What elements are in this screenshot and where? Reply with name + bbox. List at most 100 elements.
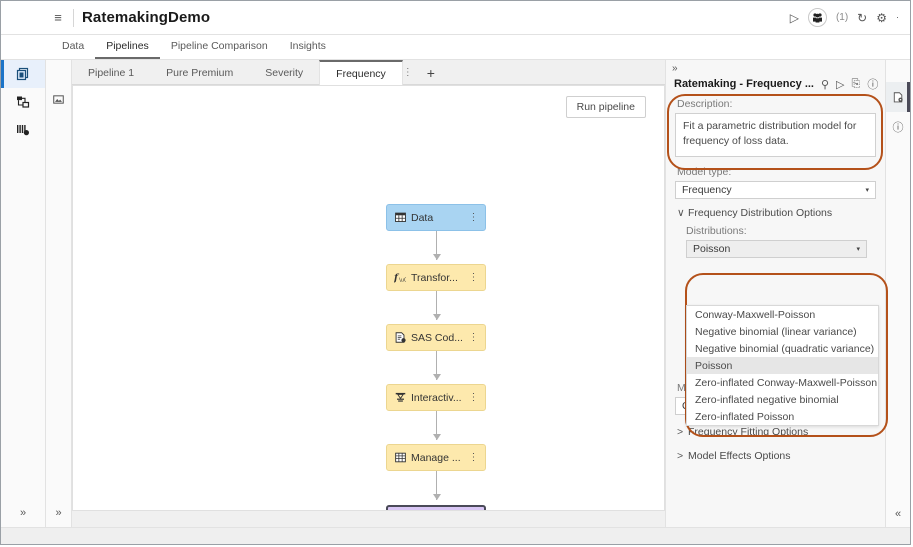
info-icon[interactable]: ⓘ xyxy=(892,122,904,134)
expand-marker-icon: ∨ xyxy=(677,207,685,219)
pipeline-node-data[interactable]: Data ⋮ xyxy=(386,204,486,231)
dropdown-option[interactable]: Negative binomial (linear variance) xyxy=(695,325,857,338)
node-kebab-icon[interactable]: ⋮ xyxy=(468,452,479,463)
left-rail-expand-icon[interactable]: » xyxy=(19,507,27,519)
more-dot-icon[interactable]: · xyxy=(896,12,899,22)
variables-icon[interactable] xyxy=(1,116,45,144)
group-label: Model Effects Options xyxy=(688,450,791,462)
pipeline-tab-frequency[interactable]: Frequency xyxy=(319,60,403,85)
edge-arrow-2 xyxy=(432,314,441,320)
page-title: RatemakingDemo xyxy=(82,9,211,26)
edge-4 xyxy=(436,411,437,440)
distributions-dropdown-list[interactable]: Conway-Maxwell-Poisson Negative binomial… xyxy=(686,305,879,426)
left-rail: » xyxy=(1,60,46,527)
function-transform-glyph: f \u03C9 xyxy=(394,273,406,283)
model-type-label: Model type: xyxy=(677,166,732,178)
svg-text:\u03C9: \u03C9 xyxy=(399,278,406,283)
pipeline-node-transformations[interactable]: f \u03C9 Transfor... ⋮ xyxy=(386,264,486,291)
interactive-grouping-icon xyxy=(393,392,407,403)
pipeline-tab-pipeline-1[interactable]: Pipeline 1 xyxy=(88,66,135,79)
chevron-down-icon: ▾ xyxy=(856,246,860,253)
pipeline-node-ratemaking[interactable]: \u03A3 Ratemaki... ⋮ xyxy=(386,505,486,510)
run-node-icon[interactable]: ▷ xyxy=(836,78,845,91)
divider xyxy=(73,8,74,27)
dropdown-option[interactable]: Negative binomial (quadratic variance) xyxy=(695,342,875,355)
dropdown-option[interactable]: Conway-Maxwell-Poisson xyxy=(695,308,816,321)
variables-glyph xyxy=(17,125,29,136)
settings-gear-icon[interactable]: ⚙ xyxy=(876,10,887,25)
group-frequency-distribution-options[interactable]: ∨Frequency Distribution Options xyxy=(677,207,876,219)
properties-panel-glyph xyxy=(893,91,903,102)
add-pipeline-icon[interactable]: + xyxy=(426,64,435,81)
nav-tab-insights[interactable]: Insights xyxy=(289,40,326,52)
pipeline-canvas[interactable]: Run pipeline xyxy=(72,85,665,511)
chevron-down-icon: ▾ xyxy=(865,187,869,194)
dropdown-option[interactable]: Zero-inflated negative binomial xyxy=(695,393,839,406)
secondary-rail-expand-icon[interactable]: » xyxy=(55,507,62,519)
top-bar: ≡ RatemakingDemo ▷ (1) ↻ ⚙ · xyxy=(1,1,910,35)
group-frequency-fitting-options[interactable]: > Frequency Fitting Options xyxy=(677,426,876,438)
collapse-marker-icon: > xyxy=(677,426,684,438)
model-type-value: Frequency xyxy=(682,184,732,196)
right-rail-collapse-icon[interactable]: « xyxy=(894,508,902,520)
distributions-select[interactable]: Poisson ▾ xyxy=(686,240,867,258)
pipeline-nodes-glyph xyxy=(17,96,30,108)
pipeline-node-interactive-grouping[interactable]: Interactiv... ⋮ xyxy=(386,384,486,411)
description-textarea[interactable]: Fit a parametric distribution model for … xyxy=(675,113,876,157)
open-results-icon[interactable]: ⎘ xyxy=(851,77,861,90)
main-body: » » Pipeline 1 Pure Premium Severity Fre… xyxy=(1,60,910,527)
pipeline-node-sas-code[interactable]: SAS Cod... ⋮ xyxy=(386,324,486,351)
refresh-icon[interactable]: ↻ xyxy=(857,10,868,25)
pipeline-node-label: SAS Cod... xyxy=(411,331,463,344)
group-model-effects-options[interactable]: > Model Effects Options xyxy=(677,450,876,462)
node-kebab-icon[interactable]: ⋮ xyxy=(468,212,479,223)
dropdown-option[interactable]: Zero-inflated Conway-Maxwell-Poisson xyxy=(695,376,878,389)
code-file-glyph xyxy=(395,332,406,343)
pipeline-tab-kebab-icon[interactable]: ⋮ xyxy=(402,67,413,78)
node-kebab-icon[interactable]: ⋮ xyxy=(468,272,479,283)
pipeline-area: Pipeline 1 Pure Premium Severity Frequen… xyxy=(72,60,665,527)
group-label: Frequency Distribution Options xyxy=(688,207,833,219)
projects-icon[interactable] xyxy=(1,60,45,88)
image-snapshot-icon[interactable] xyxy=(46,84,71,114)
search-icon[interactable]: ⚲ xyxy=(820,78,830,91)
nav-tab-pipelines[interactable]: Pipelines xyxy=(95,35,160,59)
pipeline-tab-severity[interactable]: Severity xyxy=(265,66,304,79)
collapse-marker-icon: > xyxy=(677,450,684,462)
properties-panel-body: Description: Fit a parametric distributi… xyxy=(666,94,888,468)
description-label: Description: xyxy=(677,98,733,110)
canvas-footer xyxy=(72,511,665,527)
edge-arrow-3 xyxy=(432,374,441,380)
node-kebab-icon[interactable]: ⋮ xyxy=(468,332,479,343)
edge-3 xyxy=(436,351,437,380)
nav-tab-pipeline-comparison[interactable]: Pipeline Comparison xyxy=(170,40,268,52)
pipeline-tab-pure-premium[interactable]: Pure Premium xyxy=(166,66,234,79)
pipeline-node-manage-variables[interactable]: Manage ... ⋮ xyxy=(386,444,486,471)
image-snapshot-glyph xyxy=(53,94,64,104)
collaborators-icon[interactable] xyxy=(807,8,827,27)
pipeline-node-label: Interactiv... xyxy=(411,391,462,404)
edge-5 xyxy=(436,471,437,500)
model-type-select[interactable]: Frequency ▾ xyxy=(675,181,876,199)
manage-variables-icon xyxy=(393,452,407,463)
nav-rail-spacer xyxy=(1,35,45,59)
dropdown-option-selected[interactable]: Poisson xyxy=(687,357,878,374)
node-kebab-icon[interactable]: ⋮ xyxy=(468,392,479,403)
collaborators-glyph xyxy=(812,13,822,23)
help-icon[interactable]: ⓘ xyxy=(867,79,879,91)
run-pipeline-button[interactable]: Run pipeline xyxy=(565,96,646,118)
properties-panel-header: Ratemaking - Frequency ... ⚲ ▷ ⎘ ⓘ xyxy=(666,74,885,98)
nav-tab-data[interactable]: Data xyxy=(62,40,85,52)
distributions-value: Poisson xyxy=(693,243,731,255)
properties-panel-collapse-icon[interactable]: » xyxy=(672,63,678,74)
group-label: Frequency Fitting Options xyxy=(688,426,809,438)
list-menu-icon[interactable]: ≡ xyxy=(54,10,62,25)
top-bar-actions: ▷ (1) ↻ ⚙ · xyxy=(790,8,910,27)
function-transform-icon: f \u03C9 xyxy=(393,272,407,283)
pipeline-nodes-icon[interactable] xyxy=(1,88,45,116)
edge-1 xyxy=(436,231,437,260)
run-icon[interactable]: ▷ xyxy=(789,10,799,25)
dropdown-option[interactable]: Zero-inflated Poisson xyxy=(695,410,795,423)
properties-panel-icon[interactable] xyxy=(886,82,910,112)
